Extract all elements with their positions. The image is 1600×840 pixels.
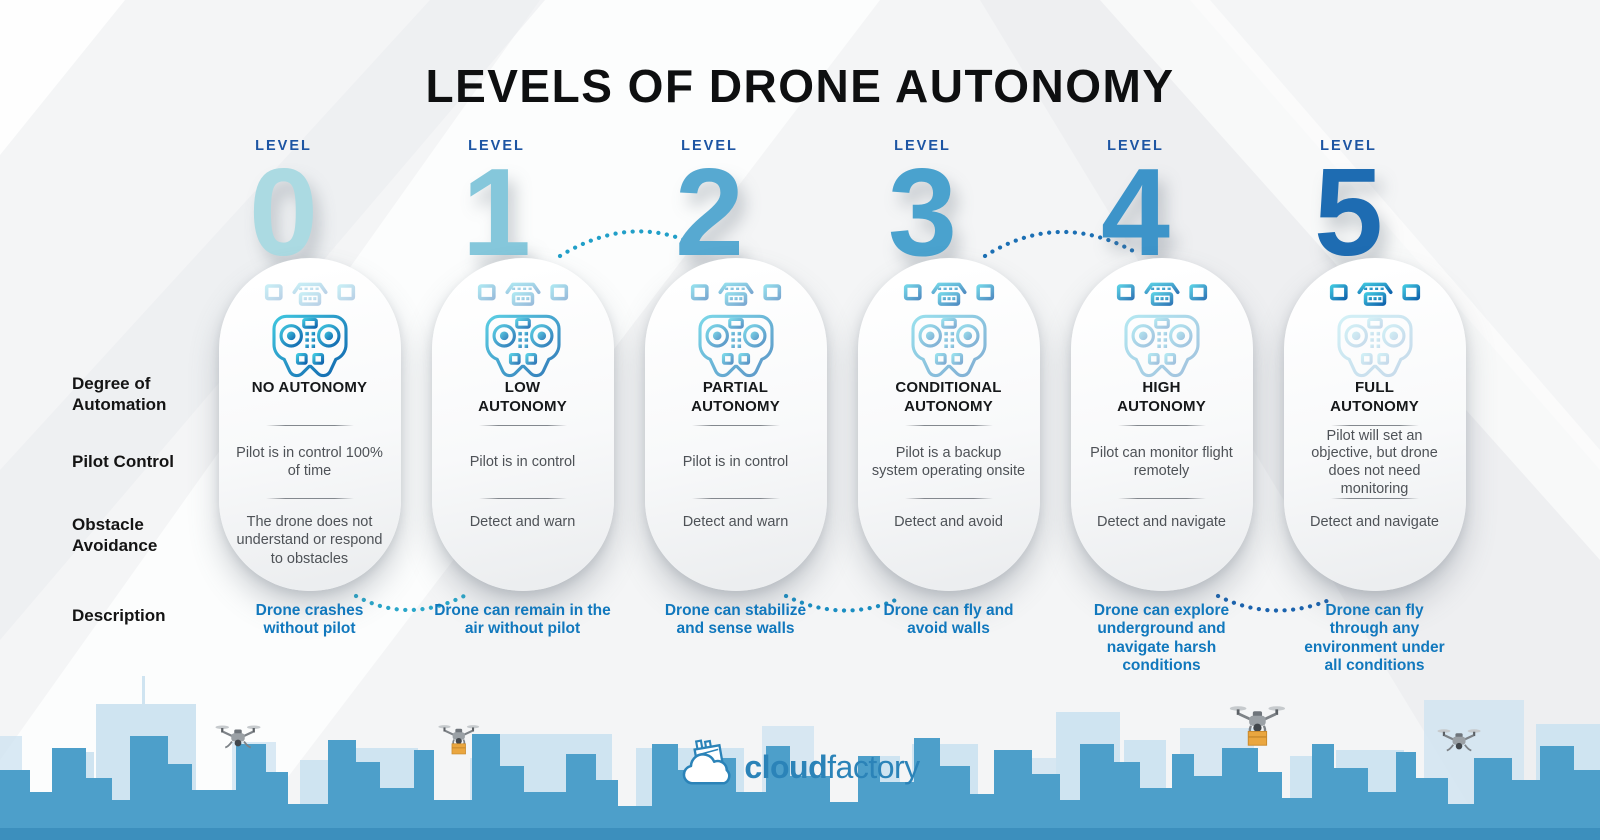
level-description: Drone can fly and avoid walls (883, 602, 1014, 638)
row-label-obstacle-avoidance: Obstacle Avoidance (72, 515, 158, 555)
level-header: LEVEL 1 (390, 138, 603, 282)
level-header: LEVEL 5 (1242, 138, 1455, 282)
level-number: 2 (675, 144, 744, 282)
level-description: Drone can remain in the air without pilo… (434, 602, 611, 638)
divider (265, 425, 354, 426)
divider (1330, 498, 1419, 499)
level-card: HIGH AUTONOMY Pilot can monitor flight r… (1070, 258, 1253, 591)
level-description: Drone can explore underground and naviga… (1093, 602, 1230, 674)
divider (904, 425, 993, 426)
level-header: LEVEL 0 (177, 138, 390, 282)
obstacle-avoidance-text: Detect and warn (682, 514, 789, 530)
row-label-description: Description (72, 606, 166, 625)
autonomy-title: LOW AUTONOMY (478, 379, 567, 415)
cloudfactory-logo: cloudfactory (680, 734, 920, 790)
obstacle-avoidance-text: The drone does not understand or respond… (236, 514, 383, 567)
level-header: LEVEL 2 (603, 138, 816, 282)
pilot-control-text: Pilot is in control (682, 454, 789, 471)
level-number: 0 (249, 144, 318, 282)
level-column-2: LEVEL 2 PARTIAL AUTONOMY Pilot is in con… (629, 0, 842, 700)
level-description: Drone can fly through any environment un… (1304, 602, 1445, 674)
divider (904, 498, 993, 499)
divider (478, 425, 567, 426)
level-column-0: LEVEL 0 NO AUTONOMY Pilot is in control … (203, 0, 416, 700)
divider (691, 425, 780, 426)
row-label-degree-of-automation: Degree of Automation (72, 374, 167, 414)
divider (1117, 498, 1206, 499)
page-title: LEVELS OF DRONE AUTONOMY (425, 59, 1175, 112)
level-number: 4 (1101, 144, 1170, 282)
drone-illustration (214, 722, 262, 761)
level-card: PARTIAL AUTONOMY Pilot is in control Det… (644, 258, 827, 591)
level-card: CONDITIONAL AUTONOMY Pilot is a backup s… (857, 258, 1040, 591)
obstacle-avoidance-text: Detect and warn (469, 514, 576, 530)
level-column-5: LEVEL 5 FULL AUTONOMY Pilot will set an … (1268, 0, 1481, 700)
delivery-drone-illustration (1228, 702, 1287, 750)
pilot-control-text: Pilot is in control 100% of time (236, 445, 383, 479)
divider (265, 498, 354, 499)
cloud-factory-icon (682, 739, 731, 785)
pilot-control-text: Pilot is a backup system operating onsit… (871, 445, 1026, 479)
obstacle-avoidance-text: Detect and avoid (894, 514, 1003, 530)
level-header: LEVEL 4 (1029, 138, 1242, 282)
level-column-3: LEVEL 3 CONDITIONAL AUTONOMY Pilot is a … (842, 0, 1055, 700)
cloudfactory-wordmark: cloudfactory (744, 749, 920, 785)
obstacle-avoidance-text: Detect and navigate (1310, 514, 1439, 530)
level-label: LEVEL (1320, 138, 1377, 154)
level-number: 5 (1314, 144, 1383, 282)
level-header: LEVEL 3 (816, 138, 1029, 282)
drone-illustration (1436, 726, 1482, 763)
row-label-pilot-control: Pilot Control (72, 452, 174, 471)
level-column-4: LEVEL 4 HIGH AUTONOMY Pilot can monitor … (1055, 0, 1268, 700)
level-description: Drone crashes without pilot (255, 602, 364, 638)
autonomy-title: HIGH AUTONOMY (1117, 379, 1206, 415)
level-card: FULL AUTONOMY Pilot will set an objectiv… (1283, 258, 1466, 591)
level-description: Drone can stabilize and sense walls (664, 602, 807, 638)
autonomy-title: FULL AUTONOMY (1330, 379, 1419, 415)
level-label: LEVEL (255, 138, 312, 154)
delivery-drone-illustration (437, 722, 481, 757)
level-number: 1 (462, 144, 531, 282)
pilot-control-text: Pilot is in control (469, 454, 576, 471)
autonomy-title: CONDITIONAL AUTONOMY (895, 379, 1002, 415)
pilot-control-text: Pilot can monitor flight remotely (1090, 445, 1233, 479)
divider (1330, 425, 1419, 426)
level-card: NO AUTONOMY Pilot is in control 100% of … (218, 258, 401, 591)
level-label: LEVEL (894, 138, 951, 154)
divider (478, 498, 567, 499)
level-label: LEVEL (1107, 138, 1164, 154)
autonomy-title: NO AUTONOMY (251, 379, 368, 396)
level-card: LOW AUTONOMY Pilot is in control Detect … (431, 258, 614, 591)
obstacle-avoidance-text: Detect and navigate (1097, 514, 1226, 530)
level-column-1: LEVEL 1 LOW AUTONOMY Pilot is in control… (416, 0, 629, 700)
divider (691, 498, 780, 499)
level-number: 3 (888, 144, 957, 282)
divider (1117, 425, 1206, 426)
autonomy-title: PARTIAL AUTONOMY (691, 379, 780, 415)
level-label: LEVEL (681, 138, 738, 154)
level-label: LEVEL (468, 138, 525, 154)
